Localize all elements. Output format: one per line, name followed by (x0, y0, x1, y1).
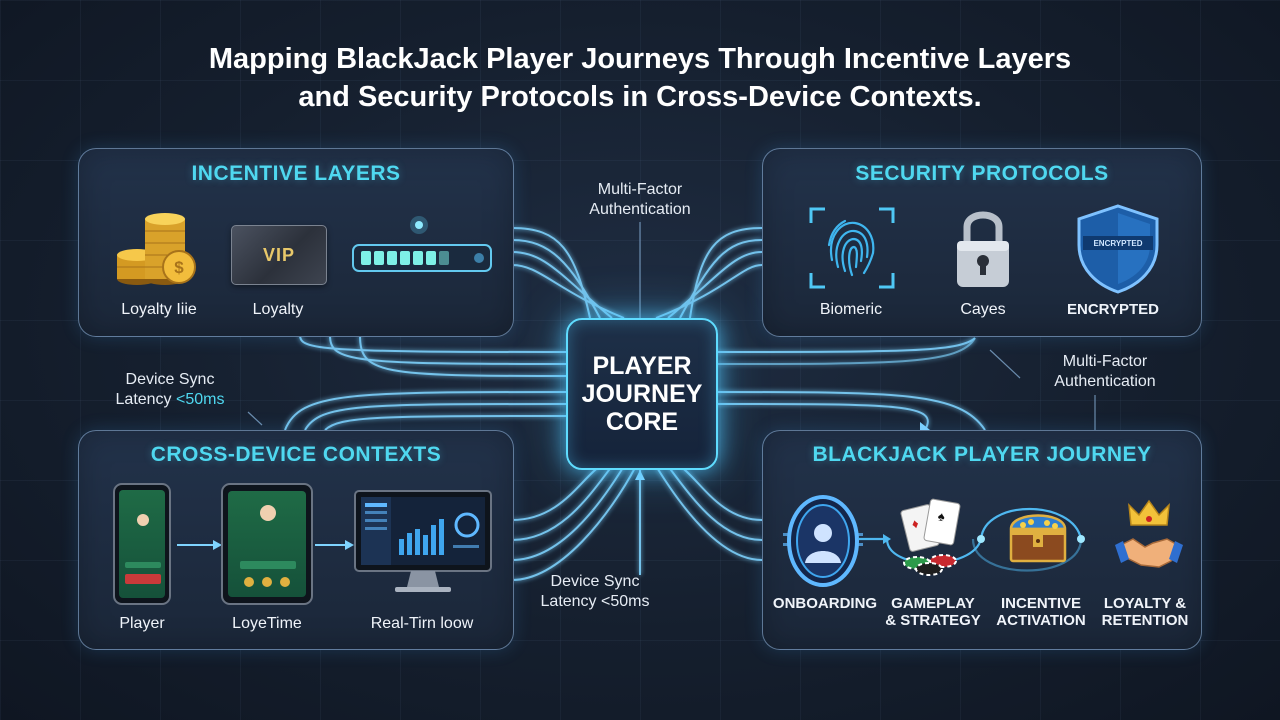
svg-text:$: $ (174, 258, 184, 277)
incentive-item-2-label: Loyalty (252, 301, 304, 318)
device-3-label: Real-Tirn loow (370, 615, 474, 632)
shield-badge-text: ENCRYPTED (1093, 239, 1143, 248)
incentive-layers-panel: INCENTIVE LAYERS $ Loyalty Iiie VIP Loya… (78, 148, 514, 337)
vip-card-text: VIP (262, 244, 295, 265)
security-item-2-label: Cayes (960, 301, 1006, 318)
journey-step-4-label: LOYALTY & RETENTION (1101, 595, 1189, 629)
user-portal-icon (783, 495, 863, 587)
title-line-1: Mapping BlackJack Player Journeys Throug… (208, 43, 1072, 75)
title-line-2: and Security Protocols in Cross-Device C… (298, 81, 982, 113)
progress-bar-icon (352, 216, 492, 272)
incentive-item-1-label: Loyalty Iiie (121, 301, 197, 318)
incentive-layers-title: INCENTIVE LAYERS (191, 162, 401, 185)
journey-step-3-label: INCENTIVE ACTIVATION (996, 595, 1086, 629)
svg-text:♦: ♦ (910, 515, 920, 531)
journey-step-1-label: ONBOARDING (772, 595, 878, 612)
security-item-3-label: ENCRYPTED (1067, 301, 1159, 318)
cross-device-panel: CROSS-DEVICE CONTEXTS Player LoyeTime (78, 430, 514, 650)
security-item-1-label: Biomeric (819, 301, 883, 318)
core-label: PLAYER JOURNEY CORE (581, 352, 703, 436)
device-1-label: Player (119, 615, 165, 632)
blackjack-journey-title: BLACKJACK PLAYER JOURNEY (812, 443, 1152, 466)
sync-label-left-line2: Latency <50ms (100, 390, 240, 410)
crown-handshake-icon (1115, 499, 1183, 568)
fingerprint-icon (809, 207, 895, 289)
sync-label-left-value: <50ms (176, 391, 225, 408)
sync-label-left: Device Sync Latency <50ms (100, 370, 240, 410)
desktop-monitor-icon (354, 490, 492, 592)
arrow-right-icon (177, 540, 222, 550)
shield-icon (1077, 204, 1159, 294)
tablet-icon (221, 483, 313, 605)
coin-stack-icon: $ (117, 213, 196, 285)
arrow-right-icon (315, 540, 354, 550)
page-title: Mapping BlackJack Player Journeys Throug… (0, 40, 1280, 116)
player-journey-core: PLAYER JOURNEY CORE (566, 318, 718, 470)
security-protocols-panel: SECURITY PROTOCOLS Biomeric Cayes ENCRYP… (762, 148, 1202, 337)
sync-label-bottom: Device Sync Latency <50ms (540, 573, 650, 610)
sync-label-left-line1: Device Sync (125, 371, 215, 388)
svg-text:♠: ♠ (937, 508, 946, 524)
security-protocols-title: SECURITY PROTOCOLS (855, 162, 1109, 185)
journey-step-2-label: GAMEPLAY & STRATEGY (885, 595, 981, 629)
mfa-label-top: Multi-Factor Authentication (589, 181, 691, 218)
vip-card-icon: VIP (231, 225, 327, 285)
sync-label-left-text: Latency (115, 391, 176, 408)
treasure-chest-icon (1009, 514, 1067, 563)
cards-chips-icon: ♦ ♠ (900, 498, 961, 576)
smartphone-icon (113, 483, 171, 605)
padlock-icon (957, 211, 1009, 287)
blackjack-journey-panel: BLACKJACK PLAYER JOURNEY ONBOARDING ♦ ♠ … (762, 430, 1202, 650)
device-2-label: LoyeTime (232, 615, 302, 632)
mfa-label-right: Multi-Factor Authentication (1054, 353, 1156, 390)
cross-device-title: CROSS-DEVICE CONTEXTS (150, 443, 442, 466)
